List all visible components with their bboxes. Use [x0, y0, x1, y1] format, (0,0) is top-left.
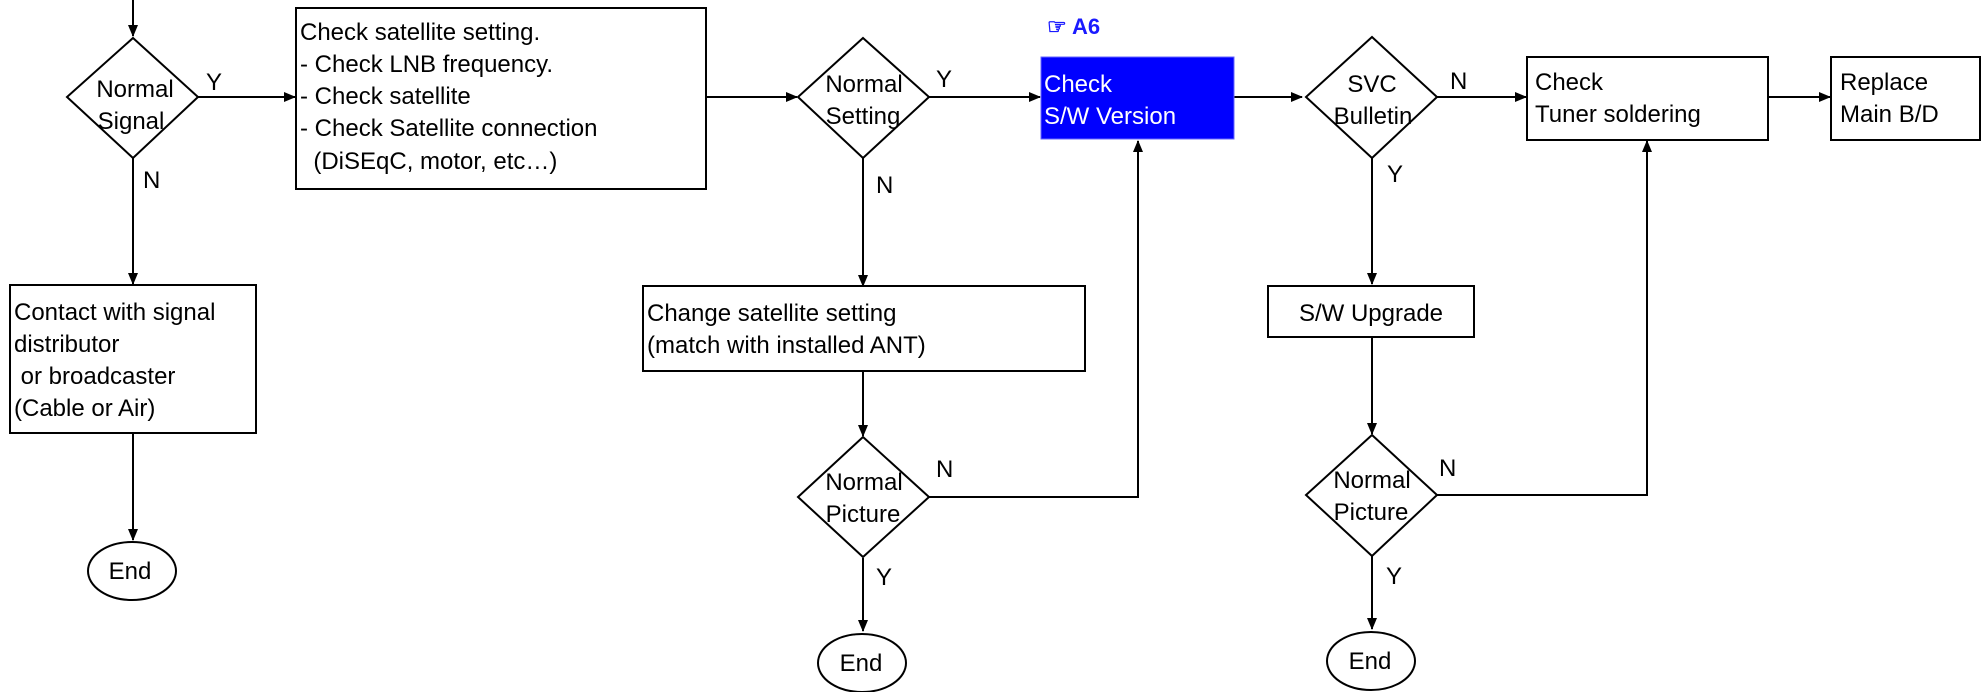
edge-normal-picture-1-no [928, 140, 1143, 498]
box-change-satellite-setting: Change satellite setting (match with ins… [642, 285, 1086, 372]
contact-line-4: (Cable or Air) [14, 395, 155, 422]
box-contact-distributor: Contact with signal distributor or broad… [9, 284, 257, 434]
edge-normal-picture-2-no [1437, 140, 1652, 496]
decision-svc-bulletin: SVC Bulletin [1304, 35, 1439, 160]
connectors [128, 0, 1831, 632]
decision-normal-signal-line-2: Signal [98, 108, 165, 135]
decision-svc-line-2: Bulletin [1334, 103, 1413, 130]
box-check-tuner: Check Tuner soldering [1526, 56, 1769, 141]
box-check-sw-version: Check S/W Version [1040, 56, 1235, 140]
replace-main-line-2: Main B/D [1840, 101, 1939, 128]
decision-normal-setting-line-1: Normal [825, 71, 902, 98]
check-satellite-line-1: Check satellite setting. [300, 19, 540, 46]
label-y-normal-signal: Y [206, 69, 222, 96]
label-n-normal-picture-2: N [1439, 455, 1456, 482]
decision-normal-signal: Normal Signal [65, 36, 200, 160]
decision-normal-picture-1-line-2: Picture [826, 501, 901, 528]
contact-line-3: or broadcaster [14, 363, 175, 390]
contact-line-1: Contact with signal [14, 299, 215, 326]
check-sw-version-line-2: S/W Version [1044, 103, 1176, 130]
end-1-label: End [109, 558, 152, 585]
change-satellite-line-1: Change satellite setting [647, 300, 897, 327]
box-replace-main: Replace Main B/D [1830, 56, 1981, 141]
check-tuner-line-1: Check [1535, 69, 1604, 96]
decision-normal-setting: Normal Setting [796, 36, 931, 160]
label-n-normal-picture-1: N [936, 456, 953, 483]
terminal-end-3: End [1326, 631, 1416, 691]
box-check-satellite-setting: Check satellite setting. - Check LNB fre… [295, 7, 707, 190]
decision-normal-setting-line-2: Setting [826, 103, 901, 130]
label-y-normal-picture-1: Y [876, 564, 892, 591]
decision-normal-picture-2-line-2: Picture [1334, 499, 1409, 526]
sw-upgrade-label: S/W Upgrade [1299, 300, 1443, 327]
label-y-normal-picture-2: Y [1386, 563, 1402, 590]
decision-svc-line-1: SVC [1347, 71, 1396, 98]
decision-normal-picture-1: Normal Picture [796, 435, 931, 559]
decision-normal-signal-line-1: Normal [96, 76, 173, 103]
end-2-label: End [840, 650, 883, 677]
box-sw-upgrade: S/W Upgrade [1267, 285, 1475, 338]
terminal-end-2: End [817, 633, 907, 692]
check-satellite-line-4: - Check Satellite connection [300, 115, 598, 142]
end-3-label: End [1349, 648, 1392, 675]
contact-line-2: distributor [14, 331, 119, 358]
check-satellite-line-2: - Check LNB frequency. [300, 51, 553, 78]
label-n-normal-setting: N [876, 172, 893, 199]
decision-normal-picture-2: Normal Picture [1304, 433, 1439, 558]
check-sw-version-line-1: Check [1044, 71, 1113, 98]
label-y-svc: Y [1387, 161, 1403, 188]
decision-normal-picture-2-line-1: Normal [1333, 467, 1410, 494]
check-tuner-line-2: Tuner soldering [1535, 101, 1701, 128]
check-satellite-line-3: - Check satellite [300, 83, 471, 110]
label-y-normal-setting: Y [936, 66, 952, 93]
label-n-normal-signal: N [143, 167, 160, 194]
reference-tag-a6: ☞ A6 [1047, 14, 1100, 39]
edge-labels: Y N Y N N Y N Y N Y [143, 66, 1467, 591]
replace-main-line-1: Replace [1840, 69, 1928, 96]
terminal-end-1: End [87, 541, 177, 601]
label-n-svc: N [1450, 68, 1467, 95]
change-satellite-line-2: (match with installed ANT) [647, 332, 926, 359]
check-satellite-line-5: (DiSEqC, motor, etc…) [300, 148, 557, 175]
decision-normal-picture-1-line-1: Normal [825, 469, 902, 496]
